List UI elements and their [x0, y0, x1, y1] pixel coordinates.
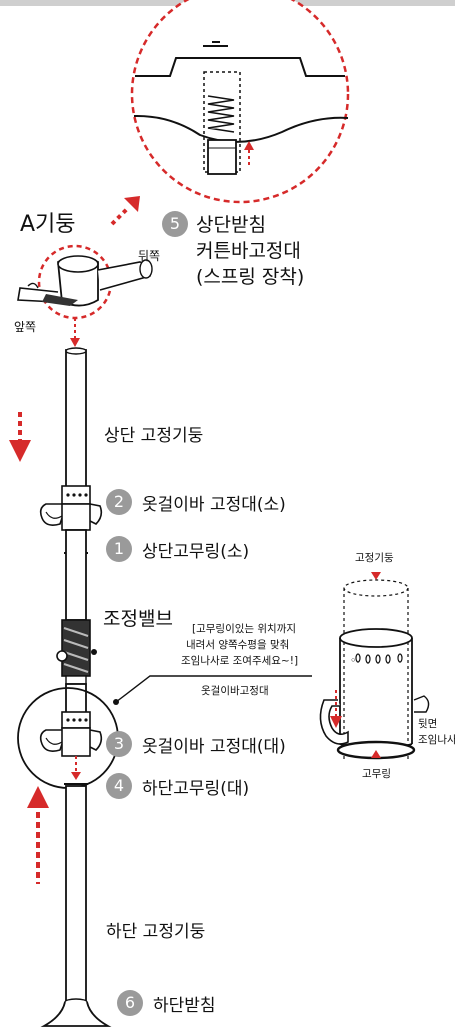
spring-detail-zoom: [130, 0, 350, 204]
leader-dot: [113, 699, 119, 705]
detail-back-label-1: 뒷면: [418, 718, 438, 730]
front-label: 앞쪽: [14, 320, 37, 334]
left-up-arrow: [27, 786, 49, 884]
badge-1: 1: [106, 536, 132, 562]
detail-back-label-2: 조임나사: [418, 734, 455, 746]
part-4-label: 하단고무링(대): [142, 779, 250, 799]
upper-pole: [65, 347, 87, 489]
badge-5: 5: [162, 211, 188, 237]
part-2-label: 옷걸이바 고정대(소): [142, 495, 286, 515]
badge-3: 3: [106, 731, 132, 757]
note-line-3: 조임나사로 조여주세요~!]: [181, 655, 299, 667]
detail-ring-label: 고무링: [362, 768, 391, 780]
leader-line: [115, 675, 312, 703]
part-6-label: 하단받침: [153, 996, 216, 1016]
left-down-arrow: [9, 412, 31, 462]
badge-6: 6: [117, 990, 143, 1016]
part-5-label: 상단받침: [196, 214, 266, 236]
note-line-2: 내려서 양쪽수평을 맞춰: [186, 639, 290, 651]
adjust-valve: [56, 619, 97, 685]
lower-pole: [65, 785, 87, 1003]
part-5-sub1: 커튼바고정대: [196, 240, 301, 262]
badge-2: 2: [106, 489, 132, 515]
svg-text:◦: ◦: [350, 654, 357, 667]
part-3-label: 옷걸이바 고정대(대): [142, 737, 286, 757]
upper-pole-label: 상단 고정기둥: [104, 426, 204, 446]
top-bracket: [17, 244, 153, 347]
detail-pillar-label: 고정기둥: [355, 552, 394, 564]
detail-holder-label: 옷걸이바고정대: [201, 685, 269, 697]
part-1-label: 상단고무링(소): [142, 542, 250, 562]
small-holder: [39, 485, 103, 554]
badge-4: 4: [106, 773, 132, 799]
back-label: 뒤쪽: [138, 249, 161, 263]
large-holder: [39, 711, 103, 785]
valve-label: 조정밸브: [103, 608, 173, 630]
holder-detail: ◦: [319, 572, 430, 760]
pillar-title: A기둥: [20, 212, 76, 237]
lower-pole-label: 하단 고정기둥: [106, 922, 206, 942]
note-line-1: [고무링이있는 위치까지: [192, 623, 297, 635]
middle-pole: [65, 529, 87, 621]
zoom-arrow: [110, 196, 140, 226]
bottom-base: [40, 998, 112, 1027]
part-5-sub2: (스프링 장착): [196, 266, 305, 288]
